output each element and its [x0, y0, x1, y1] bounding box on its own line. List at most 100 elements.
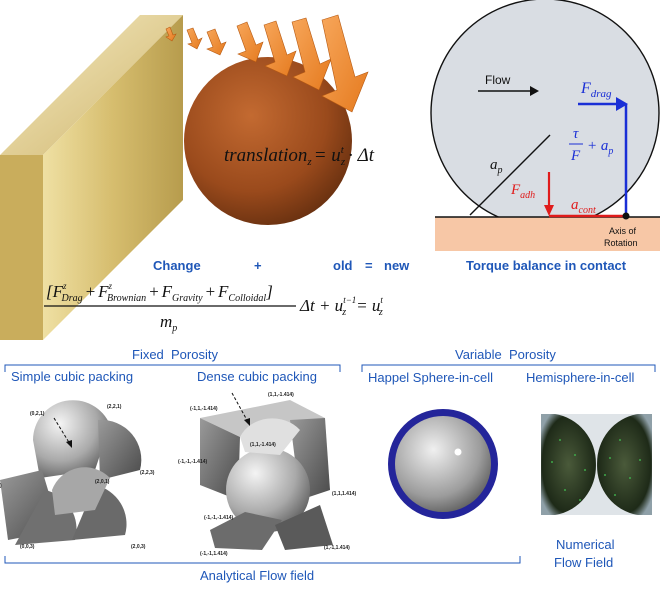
happel-label: Happel Sphere-in-cell	[368, 370, 493, 385]
plus-ap-label: + ap	[587, 138, 613, 157]
coord-dense-2: (-1,-1,-1.414)	[178, 459, 208, 465]
fixed-porosity-label: Fixed Porosity	[132, 347, 218, 362]
variable-porosity-brace	[361, 364, 656, 372]
translation-word: translation	[224, 145, 307, 166]
caption-plus: +	[254, 258, 262, 273]
coord-simple-3: (2,0,1)	[95, 479, 110, 485]
fixed-porosity-brace	[4, 364, 341, 372]
flow-arrowhead	[530, 86, 539, 96]
caption-new: new	[384, 258, 410, 273]
happel-highlight	[454, 448, 462, 456]
f-drag-main: F	[580, 80, 591, 97]
simple-dashed-arrowhead	[66, 440, 72, 448]
f-drag-sup: z	[62, 281, 67, 291]
f-adh-sub: adh	[520, 190, 535, 201]
coord-dense-7: (1,-1,1.414)	[324, 545, 350, 551]
translation-rhs-sub: z	[340, 156, 346, 168]
bracket-f-drag: [F	[46, 282, 64, 301]
plus-2: +	[148, 282, 159, 301]
coord-simple-6: )	[0, 483, 2, 489]
plus-1: +	[85, 282, 96, 301]
coord-dense-0: (-1,1,-1.414)	[190, 406, 218, 412]
plus-3: +	[205, 282, 216, 301]
simple-sphere-top	[33, 400, 110, 478]
happel-inner-sphere	[395, 416, 491, 512]
coord-dense-4: (-1,-1,-1.414)	[204, 515, 234, 521]
particle	[184, 57, 352, 225]
collector-wall	[0, 15, 183, 340]
rhs-eq: = u	[356, 296, 380, 315]
dense-cubic-cell	[200, 392, 333, 550]
dense-cubic-label: Dense cubic packing	[197, 369, 317, 384]
f-drag-sub: Drag	[61, 293, 83, 304]
rhs-sup2: t	[380, 295, 383, 305]
translation-rhs: = u	[314, 145, 341, 166]
torque-caption: Torque balance in contact	[466, 258, 627, 273]
numerical-label-2: Flow Field	[554, 555, 613, 570]
caption-change: Change	[153, 258, 201, 273]
coord-dense-3: (1,1,-1.414)	[250, 442, 276, 448]
a-cont-label: acont	[571, 197, 596, 216]
rhs-sup: t−1	[343, 295, 356, 305]
f-adh-label: Fadh	[510, 182, 535, 201]
dense-dashed-arrowhead	[244, 418, 250, 426]
coord-simple-4: (0,0,3)	[20, 544, 35, 550]
caption-old: old	[333, 258, 353, 273]
bracket-close: ]	[265, 282, 273, 301]
radius-line	[469, 134, 551, 216]
denominator-sub: p	[171, 323, 177, 334]
plus-ap-sub: p	[607, 146, 613, 157]
radius-main: a	[490, 157, 498, 173]
dense-bottom-left	[210, 512, 282, 550]
hemisphere-label: Hemisphere-in-cell	[526, 370, 634, 385]
force-denominator: mp	[160, 312, 177, 334]
f-brownian-sub: Brownian	[107, 293, 146, 304]
f-gravity: F	[161, 282, 173, 301]
coord-simple-5: (2,0,3)	[131, 544, 146, 550]
rhs-sub: z	[341, 307, 346, 318]
drag-arrowhead	[616, 97, 628, 111]
flow-streak-dots	[551, 439, 641, 501]
radius-sub: p	[497, 165, 503, 176]
f-colloidal: F	[217, 282, 229, 301]
tau-denominator: F	[570, 148, 581, 164]
a-cont-sub: cont	[579, 205, 596, 216]
denominator-m: m	[160, 312, 172, 331]
rhs-sub2: z	[378, 307, 383, 318]
axis-label-line2: Rotation	[604, 238, 638, 248]
simple-octant-bottom-right	[72, 485, 127, 540]
axis-of-rotation-point	[622, 212, 630, 220]
axis-label-line1: Axis of	[609, 226, 637, 236]
simple-octant-mid	[52, 467, 110, 515]
analytical-brace	[4, 556, 521, 564]
adhesion-arrowhead	[544, 205, 554, 216]
hemisphere-cell	[541, 414, 652, 515]
a-cont-main: a	[571, 197, 579, 213]
dense-top-face	[200, 400, 325, 437]
translation-sub: z	[306, 156, 312, 168]
f-gravity-sub: Gravity	[172, 293, 203, 304]
coord-dense-6: (-1,-1,1.414)	[200, 551, 228, 557]
tau-numerator: τ	[573, 126, 579, 142]
dense-upper-cap	[240, 418, 300, 455]
analytical-label: Analytical Flow field	[200, 568, 314, 583]
dense-bottom-right	[275, 505, 333, 550]
radius-label: ap	[490, 157, 503, 176]
simple-cubic-cell	[0, 400, 142, 545]
plus-ap-main: + a	[587, 138, 608, 154]
f-brownian: F	[97, 282, 109, 301]
f-brownian-sup: z	[108, 281, 113, 291]
simple-octant-right	[98, 419, 142, 480]
flow-arrows	[165, 14, 369, 113]
coord-simple-1: (2,2,1)	[107, 404, 122, 410]
coord-dense-1: (1,1,-1.414)	[268, 392, 294, 398]
coord-dense-5: (1,1,1.414)	[332, 491, 357, 497]
dense-center-sphere	[226, 448, 310, 532]
substrate	[435, 217, 660, 251]
f-drag-subscript: drag	[591, 88, 612, 100]
variable-porosity-label: Variable Porosity	[455, 347, 556, 362]
dense-dashed-arrow	[231, 392, 249, 423]
